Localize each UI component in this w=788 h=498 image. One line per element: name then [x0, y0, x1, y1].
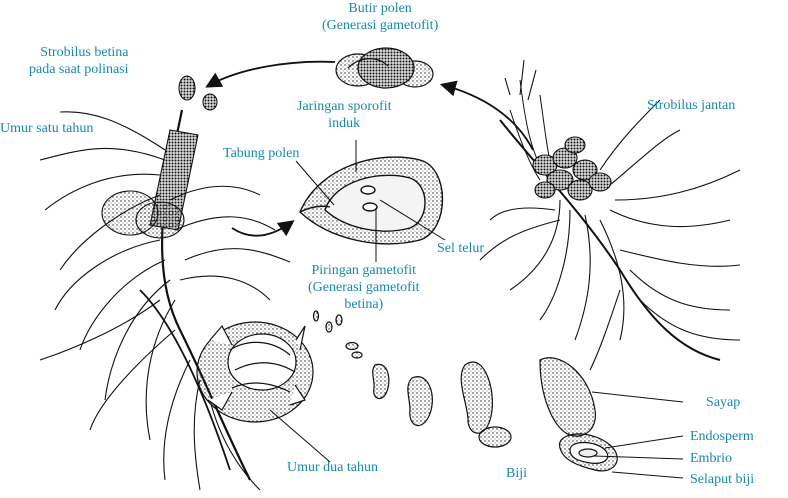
- label-biji: Biji: [506, 466, 528, 481]
- seed-section-drawing: [559, 433, 618, 472]
- leader-selaput-biji: [611, 471, 684, 479]
- label-jaringan-sporofit: Jaringan sporofit induk: [297, 98, 391, 132]
- label-piringan-line1: Piringan gametofit: [311, 263, 417, 278]
- label-umur-satu-tahun: Umur satu tahun: [0, 121, 94, 136]
- cycle-arrows: [205, 60, 534, 237]
- label-piringan-line3: betina): [344, 297, 384, 312]
- leader-umur-dua-tahun: [269, 409, 331, 463]
- left-pine-branch-drawing: [39, 75, 291, 491]
- label-sel-telur: Sel telur: [437, 241, 485, 256]
- ovule-drawing: [299, 156, 444, 245]
- arrow-female-cone-to-ovule: [231, 220, 295, 237]
- label-butir-polen: Butir polen (Generasi gametofit): [322, 0, 438, 34]
- label-piringan-gametofit: Piringan gametofit (Generasi gametofit b…: [308, 262, 420, 313]
- leader-sel-telur: [379, 199, 446, 241]
- leader-endosperm: [604, 435, 684, 449]
- leader-sayap: [591, 391, 684, 403]
- leader-lines: [269, 140, 684, 479]
- arrow-male-cone-to-pollen: [439, 80, 534, 151]
- label-jaringan-sporofit-line2: induk: [328, 116, 361, 131]
- label-tabung-polen: Tabung polen: [223, 146, 300, 161]
- label-strobilus-betina-line2: pada saat polinasi: [29, 62, 129, 77]
- pollen-grain-drawing: [335, 47, 434, 89]
- label-strobilus-betina-line1: Strobilus betina: [40, 45, 129, 60]
- label-endosperm: Endosperm: [690, 429, 754, 444]
- label-sayap: Sayap: [706, 395, 741, 410]
- right-pine-branch-drawing: [479, 59, 741, 371]
- label-butir-polen-line1: Butir polen: [348, 1, 412, 16]
- label-piringan-line2: (Generasi gametofit: [308, 280, 420, 295]
- arrow-pollen-to-female-cone: [205, 60, 336, 88]
- mature-cone-drawing: [196, 321, 314, 423]
- label-butir-polen-line2: (Generasi gametofit): [322, 18, 439, 33]
- label-embrio: Embrio: [690, 451, 732, 466]
- label-selaput-biji: Selaput biji: [690, 472, 755, 487]
- label-strobilus-jantan: Strobilus jantan: [647, 98, 736, 113]
- label-strobilus-betina: Strobilus betina pada saat polinasi: [29, 44, 129, 78]
- label-jaringan-sporofit-line1: Jaringan sporofit: [297, 99, 392, 114]
- seeds-drawing: [312, 310, 597, 448]
- label-umur-dua-tahun: Umur dua tahun: [287, 460, 378, 475]
- leader-embrio: [593, 455, 684, 460]
- leader-tabung-polen: [295, 160, 335, 206]
